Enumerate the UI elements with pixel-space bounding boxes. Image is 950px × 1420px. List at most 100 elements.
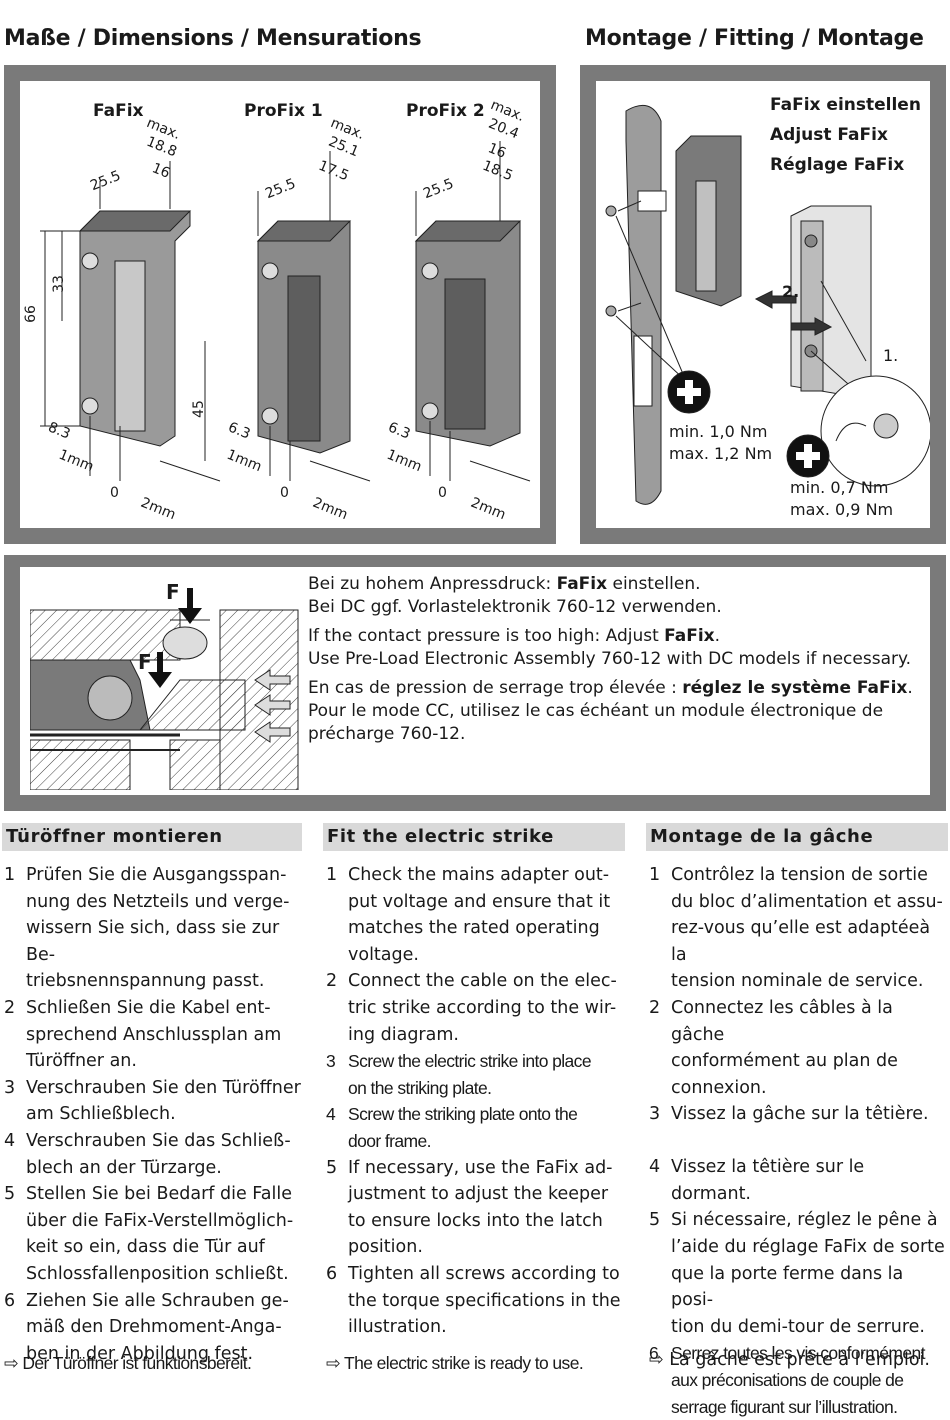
step-line: triebsnennspannung passt.: [26, 968, 302, 995]
step-line: l’aide du réglage FaFix de sorte: [671, 1234, 949, 1261]
step-line: blech an der Türzarge.: [26, 1155, 302, 1182]
step-fr-3: 3 Vissez la gâche sur la têtière.: [649, 1101, 949, 1154]
step-number: 2: [326, 968, 337, 995]
step-line: serrage figurant sur l’illustration.: [671, 1394, 949, 1420]
step-en-5: 5 If necessary, use the FaFix ad-justmen…: [326, 1155, 626, 1261]
note-de-1-bold: FaFix: [557, 574, 608, 594]
step-number: 1: [4, 862, 15, 889]
note-fr-1-bold: réglez le système FaFix: [682, 678, 907, 698]
step-line: Verschrauben Sie den Türöffner: [26, 1075, 302, 1102]
plus-circle-icon: [668, 371, 710, 413]
step-number: 5: [326, 1155, 337, 1182]
step-line: tion du demi-tour de serrure.: [671, 1314, 949, 1341]
note-en-1: If the contact pressure is too high: Adj…: [308, 625, 938, 648]
step-line: Verschrauben Sie das Schließ-: [26, 1128, 302, 1155]
step-line: tric strike according to the wir-: [348, 995, 626, 1022]
note-en-2: Use Pre-Load Electronic Assembly 760-12 …: [308, 648, 938, 671]
model-profix1: ProFix 1: [244, 101, 323, 121]
step-line: conformément au plan de: [671, 1048, 949, 1075]
plus-circle-icon: [787, 435, 829, 477]
fafix-hole: 33: [51, 275, 67, 293]
step-line: du bloc d’alimentation et assu-: [671, 889, 949, 916]
model-profix2: ProFix 2: [406, 101, 485, 121]
step-number: 3: [649, 1101, 660, 1128]
torque-plate-min: min. 1,0 Nm: [669, 421, 772, 443]
step-line: illustration.: [348, 1314, 626, 1341]
note-fr-3: précharge 760-12.: [308, 723, 938, 746]
result-arrow-icon: ⇨: [649, 1350, 664, 1370]
fafix-adjust-de: FaFix einstellen: [770, 90, 921, 120]
step-line: on the striking plate.: [348, 1075, 626, 1102]
col-en-title: Fit the electric strike: [323, 823, 625, 851]
result-de: ⇨ Der Türöffner ist funktionsbereit.: [4, 1350, 251, 1376]
step-number: 4: [326, 1101, 335, 1128]
step-line: rez-vous qu’elle est adaptéeà la: [671, 915, 949, 968]
result-fr: ⇨ La gâche est prête à l’emploi.: [649, 1347, 930, 1373]
step-number: 3: [326, 1048, 335, 1075]
result-en: ⇨ The electric strike is ready to use.: [326, 1350, 583, 1376]
note-en-1-bold: FaFix: [664, 626, 715, 646]
fafix-adj-zero: 0: [110, 485, 119, 501]
step-line: mäß den Drehmoment-Anga-: [26, 1314, 302, 1341]
step-number: 4: [649, 1154, 660, 1181]
step-number: 6: [326, 1261, 337, 1288]
result-arrow-icon: ⇨: [326, 1353, 340, 1373]
fafix-adjust-title: FaFix einstellen Adjust FaFix Réglage Fa…: [770, 90, 921, 180]
step-line: Tighten all screws according to: [348, 1261, 626, 1288]
torque-fafix-max: max. 0,9 Nm: [790, 499, 893, 521]
step-de-1: 1 Prüfen Sie die Ausgangsspan-nung des N…: [4, 862, 302, 995]
step-line: Connectez les câbles à la gâche: [671, 995, 949, 1048]
step-line: que la porte ferme dans la posi-: [671, 1261, 949, 1314]
step-1-label: 1.: [883, 345, 898, 367]
force-label-side: F: [138, 650, 152, 674]
step-number: 6: [4, 1288, 15, 1315]
step-line: Check the mains adapter out-: [348, 862, 626, 889]
step-line: connexion.: [671, 1075, 949, 1102]
step-line: Contrôlez la tension de sortie: [671, 862, 949, 889]
result-en-text: The electric strike is ready to use.: [344, 1353, 583, 1373]
step-line: Stellen Sie bei Bedarf die Falle: [26, 1181, 302, 1208]
torque-fafix: min. 0,7 Nm max. 0,9 Nm: [790, 477, 893, 521]
dimensions-title: Maße / Dimensions / Mensurations: [4, 26, 421, 51]
profix2-adj-zero: 0: [438, 485, 447, 501]
note-en-1-pre: If the contact pressure is too high: Adj…: [308, 626, 664, 646]
step-line: justment to adjust the keeper: [348, 1181, 626, 1208]
step-line: Screw the striking plate onto the: [348, 1101, 626, 1128]
col-de-title: Türöffner montieren: [2, 823, 302, 851]
step-line: If necessary, use the FaFix ad-: [348, 1155, 626, 1182]
step-line: door frame.: [348, 1128, 626, 1155]
note-de-1-post: einstellen.: [607, 574, 700, 594]
model-fafix: FaFix: [93, 101, 144, 121]
step-number: 2: [649, 995, 660, 1022]
step-line: Si nécessaire, réglez le pêne à: [671, 1207, 949, 1234]
step-2-label: 2.: [782, 281, 799, 303]
step-number: 3: [4, 1075, 15, 1102]
step-number: 1: [326, 862, 337, 889]
step-line: Türöffner an.: [26, 1048, 302, 1075]
step-line: Schlossfallenposition schließt.: [26, 1261, 302, 1288]
torque-plate: min. 1,0 Nm max. 1,2 Nm: [669, 421, 772, 465]
note-de-1-pre: Bei zu hohem Anpressdruck:: [308, 574, 557, 594]
step-line: über die FaFix-Verstellmöglich-: [26, 1208, 302, 1235]
step-line: Screw the electric strike into place: [348, 1048, 626, 1075]
note-de-2: Bei DC ggf. Vorlastelektronik 760-12 ver…: [308, 596, 938, 619]
steps-en: 1 Check the mains adapter out-put voltag…: [326, 862, 626, 1341]
note-de-1: Bei zu hohem Anpressdruck: FaFix einstel…: [308, 573, 938, 596]
step-line: wissern Sie sich, dass sie zur Be-: [26, 915, 302, 968]
torque-plate-max: max. 1,2 Nm: [669, 443, 772, 465]
fafix-height: 66: [23, 305, 39, 323]
note-fr-1: En cas de pression de serrage trop élevé…: [308, 677, 938, 700]
step-line: voltage.: [348, 942, 626, 969]
step-number: 5: [649, 1207, 660, 1234]
step-de-2: 2 Schließen Sie die Kabel ent-sprechend …: [4, 995, 302, 1075]
step-line: Schließen Sie die Kabel ent-: [26, 995, 302, 1022]
note-en-1-post: .: [715, 626, 720, 646]
note-fr-1-post: .: [907, 678, 912, 698]
step-line: ing diagram.: [348, 1022, 626, 1049]
